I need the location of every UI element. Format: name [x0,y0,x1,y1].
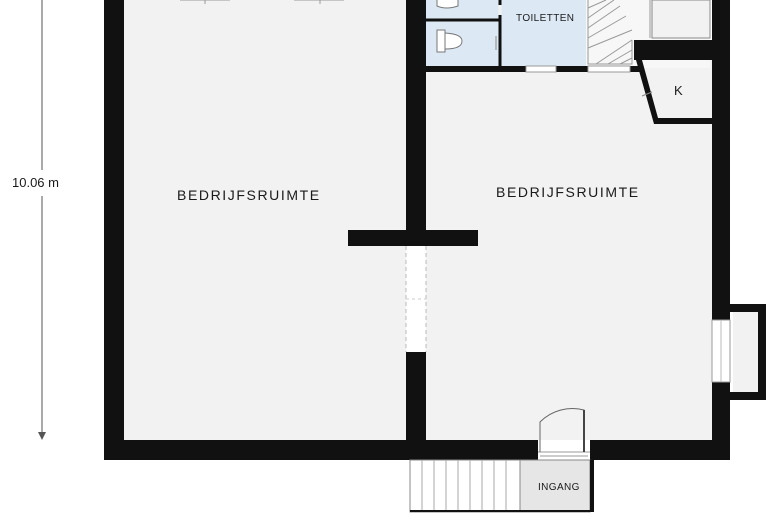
room-label-toilets: TOILETTEN [516,13,575,24]
left-room-floor [124,0,406,440]
stairwell-wall-block [651,0,711,39]
entrance-stairs [409,459,594,513]
room-label-right: BEDRIJFSRUIMTE [496,184,640,200]
dimension-line [38,0,46,440]
right-room-floor [426,72,712,440]
toilet-fixtures [436,0,463,53]
room-label-left: BEDRIJFSRUIMTE [177,187,321,203]
entrance-door [538,408,590,460]
toilet-windows [525,65,631,73]
walls [104,0,730,460]
storage-floor [638,60,712,122]
storage-door [641,91,653,97]
room-label-storage: K [674,83,683,98]
room-label-entrance: INGANG [538,482,580,493]
upper-stairs [587,0,651,65]
top-windows [180,0,344,4]
wall-opening [405,246,427,352]
side-bay [711,304,766,400]
dimension-label: 10.06 m [12,175,59,190]
